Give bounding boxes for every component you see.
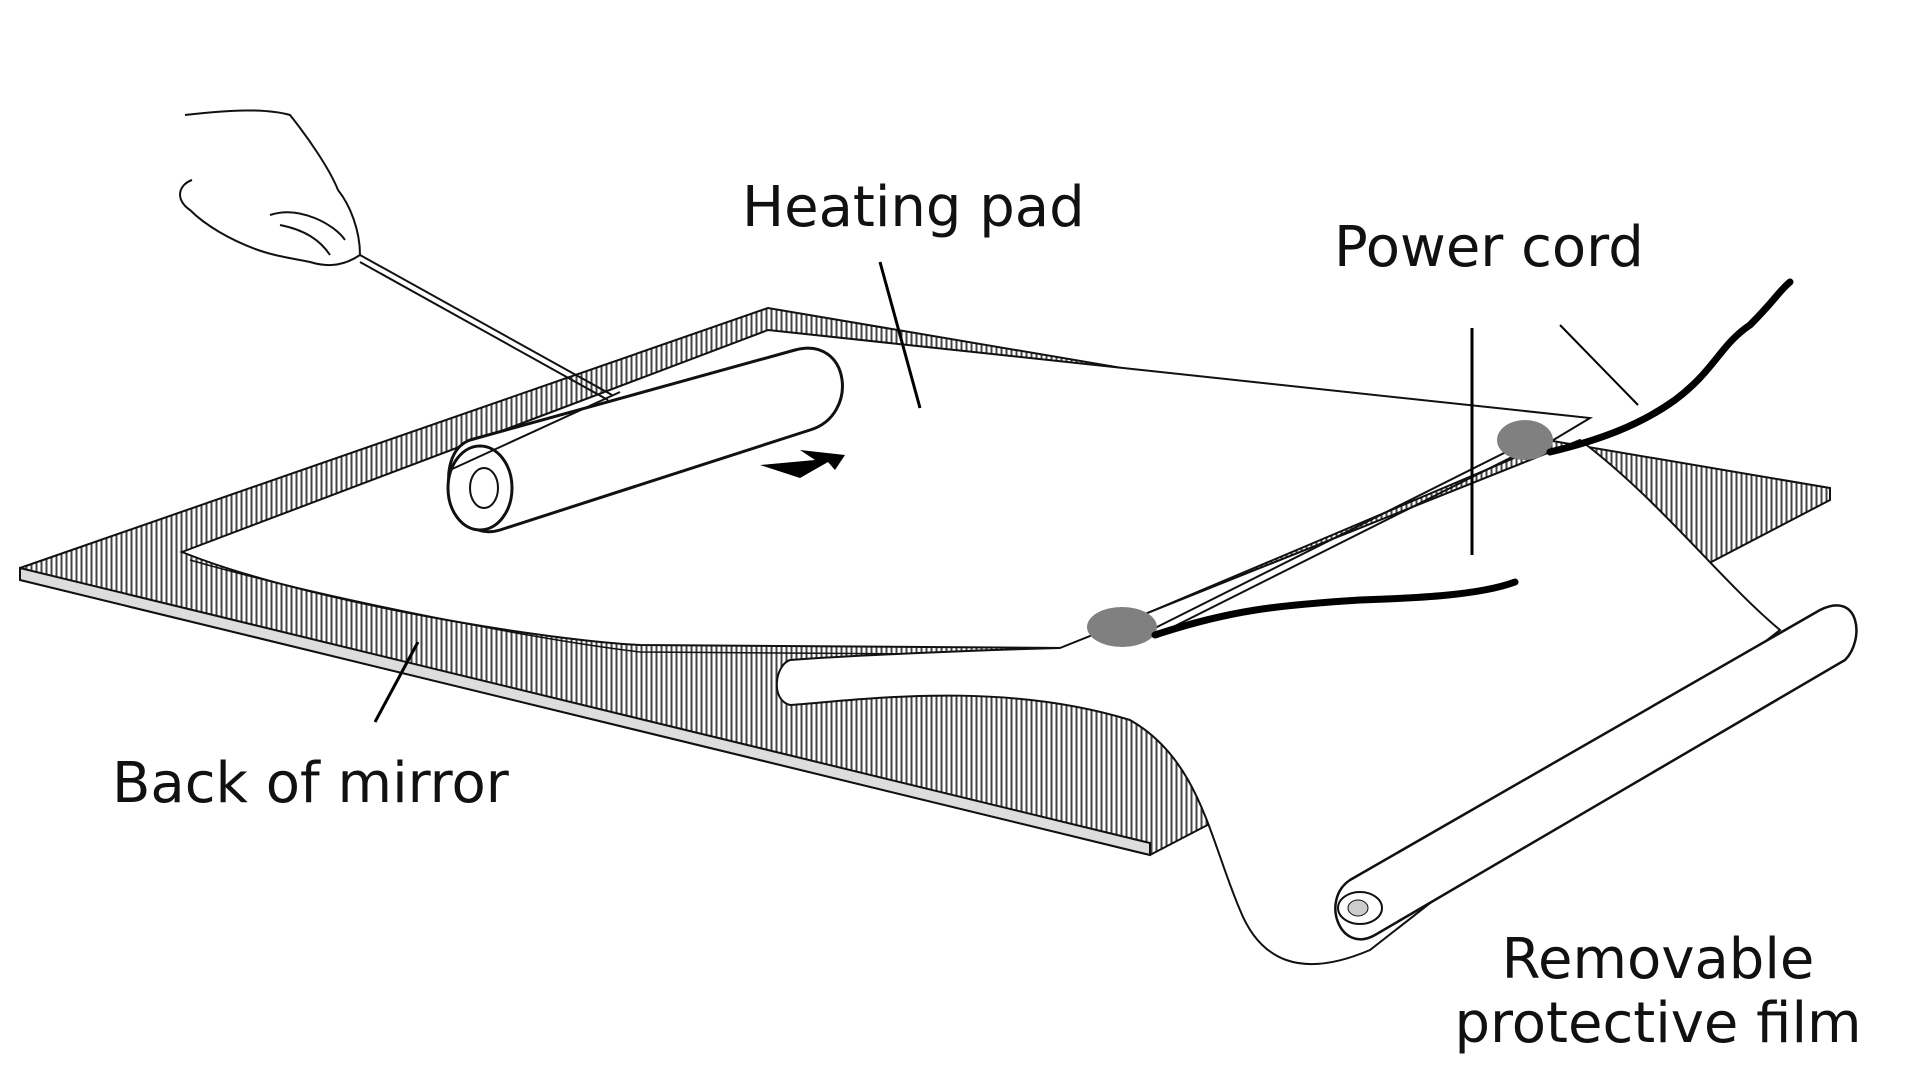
connector-back [1497,420,1553,460]
label-power-cord: Power cord [1334,215,1644,280]
connector-front [1087,607,1157,647]
leader-power-cord-back [1559,324,1639,406]
paint-roller-icon [446,346,844,534]
leader-heating-pad [878,261,922,409]
direction-arrow-icon [760,450,845,478]
power-cord [1087,278,1794,647]
hand-icon [179,109,613,401]
leader-back-of-mirror [373,641,420,723]
leader-lines [373,261,1639,723]
label-heating-pad: Heating pad [742,175,1085,240]
heating-pad [179,328,1594,656]
film-roll [1334,604,1858,941]
label-protective-film: Removable protective film [1454,927,1862,1057]
protective-film [775,438,1858,965]
label-back-of-mirror: Back of mirror [112,751,509,816]
